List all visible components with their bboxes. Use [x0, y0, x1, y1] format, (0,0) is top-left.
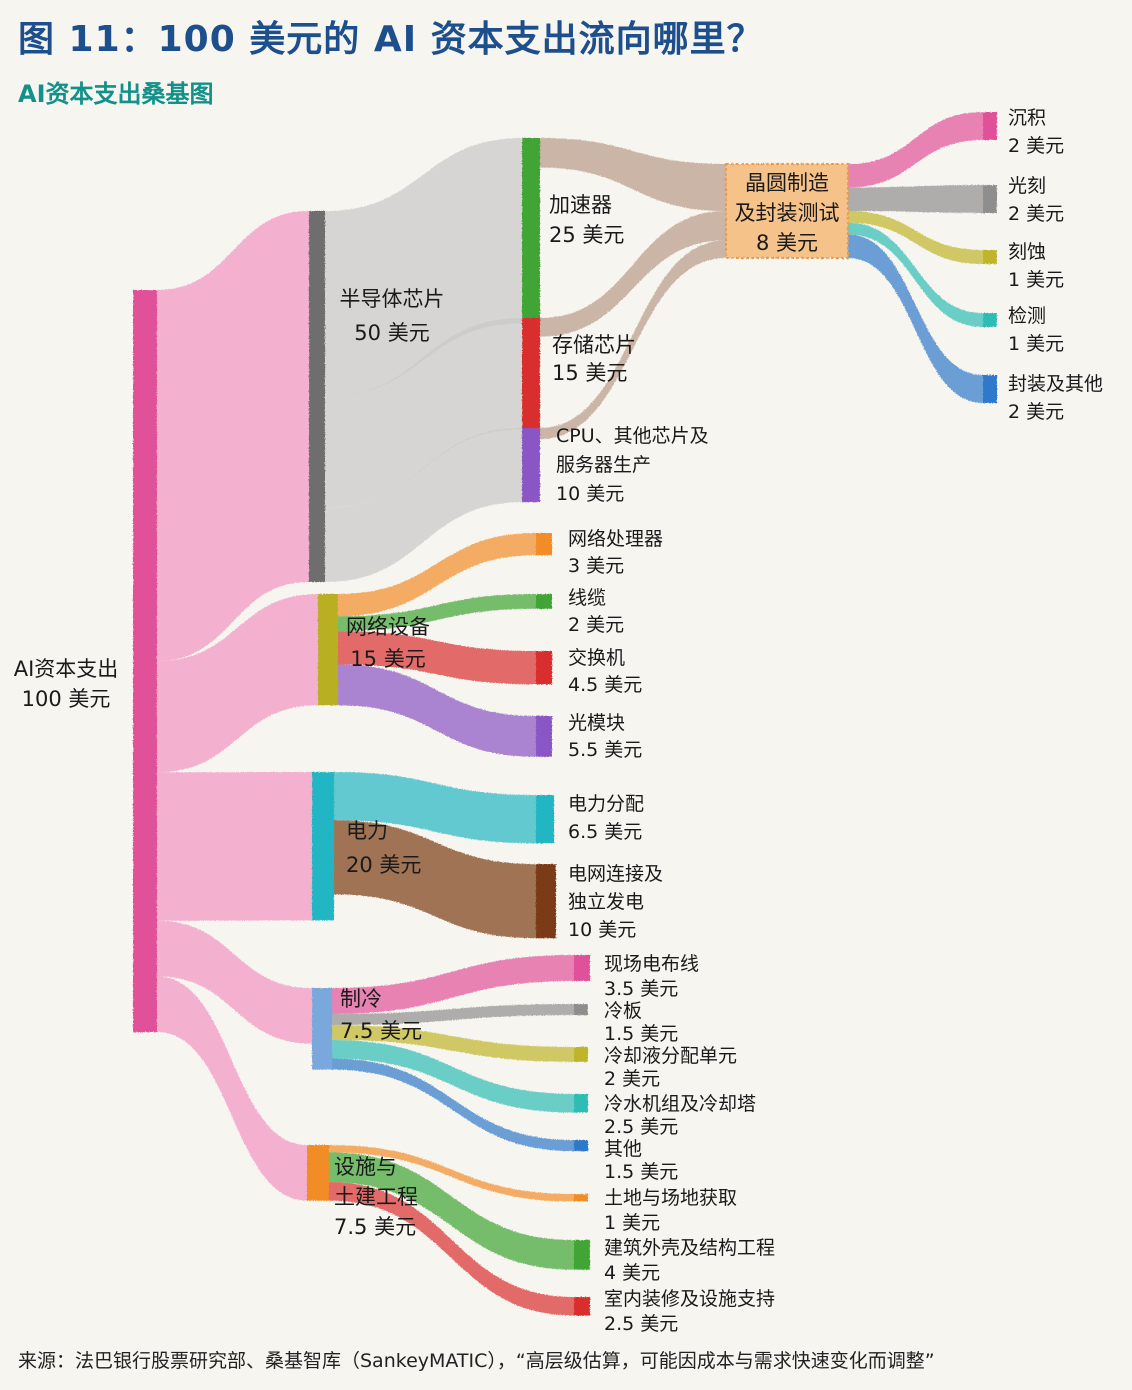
node-memory — [522, 318, 540, 430]
node-pkg — [983, 375, 997, 403]
link-wafer-to-etch — [848, 211, 983, 264]
page-subtitle: AI资本支出桑基图 — [18, 80, 214, 108]
node-chiller — [574, 1094, 588, 1113]
link-cooling-to-wiring — [332, 955, 574, 1014]
link-power-to-grid — [334, 820, 536, 939]
page-title: 图 11：100 美元的 AI 资本支出流向哪里？ — [18, 19, 764, 60]
node-facility — [307, 1145, 329, 1201]
link-root-to-cooling — [157, 920, 312, 1044]
link-network-to-optic — [338, 664, 536, 757]
node-root — [133, 290, 157, 1032]
link-root-to-facility — [157, 976, 307, 1201]
node-switch — [536, 651, 552, 685]
node-etch — [983, 250, 997, 264]
link-wafer-to-dep — [848, 112, 983, 188]
link-cooling-to-coldplate — [332, 1004, 574, 1026]
node-cooling — [312, 988, 332, 1070]
link-network-to-cable — [338, 594, 536, 632]
node-npu — [536, 533, 552, 556]
link-facility-to-shell — [329, 1152, 574, 1270]
link-semis-to-accel — [325, 138, 522, 397]
flow-links — [157, 112, 983, 1316]
link-cooling-to-chiller — [332, 1039, 574, 1113]
node-wiring — [574, 955, 590, 981]
node-pdist — [536, 795, 554, 844]
node-coldplate — [574, 1004, 588, 1016]
node-land — [574, 1194, 588, 1202]
link-network-to-switch — [338, 631, 536, 685]
node-cable — [536, 594, 552, 609]
link-facility-to-land — [329, 1145, 574, 1202]
node-litho — [983, 185, 997, 213]
node-accel — [522, 138, 540, 324]
link-cooling-to-coolother — [332, 1058, 574, 1152]
node-inspect — [983, 313, 997, 327]
node-dep — [983, 112, 997, 140]
node-optic — [536, 716, 552, 757]
link-wafer-to-litho — [848, 185, 983, 213]
link-wafer-to-pkg — [848, 234, 983, 403]
link-root-to-network — [157, 594, 318, 773]
link-semis-to-memory — [325, 318, 522, 508]
node-cdu — [574, 1047, 588, 1062]
flow-nodes — [133, 112, 997, 1316]
node-shell — [574, 1240, 590, 1270]
link-root-to-power — [157, 772, 312, 921]
link-accel-to-wafer — [540, 138, 726, 211]
node-wafer — [725, 163, 849, 259]
source-note: 来源：法巴银行股票研究部、桑基智库（SankeyMATIC），“高层级估算，可能… — [18, 1350, 935, 1372]
link-memory-to-wafer — [540, 211, 726, 337]
link-cpu-to-wafer — [540, 240, 726, 440]
node-network — [318, 594, 338, 706]
node-cpu — [522, 428, 540, 503]
link-wafer-to-inspect — [848, 222, 983, 327]
link-root-to-semis — [157, 211, 309, 661]
node-power — [312, 772, 334, 921]
link-power-to-pdist — [334, 772, 536, 844]
node-semis — [309, 211, 325, 582]
link-cooling-to-cdu — [332, 1025, 574, 1062]
link-network-to-npu — [338, 533, 536, 617]
node-interior — [574, 1297, 590, 1316]
node-grid — [536, 864, 556, 939]
link-facility-to-interior — [329, 1182, 574, 1316]
link-semis-to-cpu — [325, 428, 522, 582]
node-coolother — [574, 1140, 588, 1152]
